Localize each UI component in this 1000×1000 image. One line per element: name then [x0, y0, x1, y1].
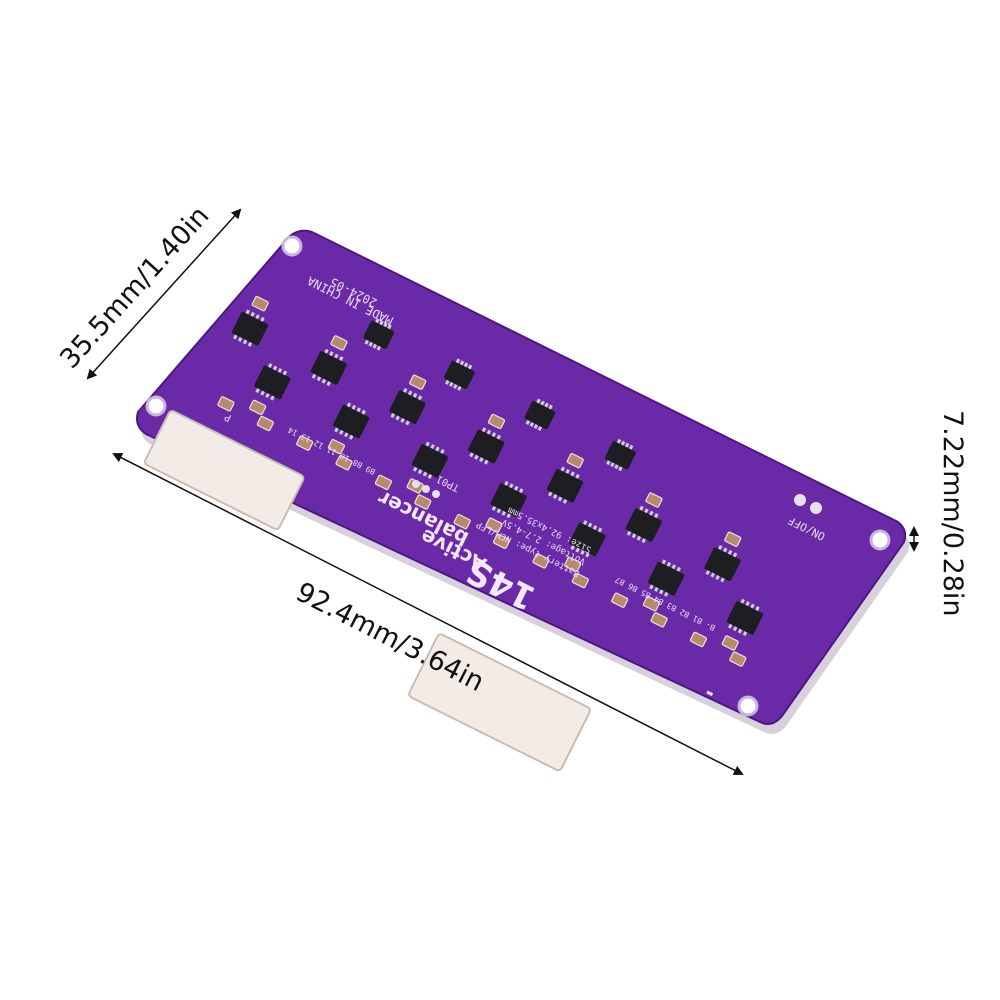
capacitor	[327, 438, 346, 455]
switch-pad	[810, 502, 822, 514]
thickness-dimension-label: 7.22mm/0.28in	[937, 410, 968, 617]
length-arrow-icon	[112, 453, 744, 775]
p-marker: P	[223, 411, 233, 424]
mounting-hole-icon	[737, 695, 759, 717]
ic-chip	[524, 398, 556, 431]
ic-chip	[310, 348, 347, 387]
capacitor	[409, 374, 427, 390]
ic-chip	[363, 318, 395, 351]
test-pad	[432, 490, 440, 498]
capacitor	[217, 396, 235, 412]
ic-chip	[333, 402, 370, 440]
ic-chip	[443, 358, 475, 391]
capacitor	[256, 415, 274, 432]
mounting-hole-icon	[281, 235, 303, 257]
capacitor	[487, 413, 506, 430]
capacitor	[330, 335, 348, 351]
capacitor	[251, 295, 269, 312]
width-arrow-icon	[86, 208, 242, 380]
mounting-hole-icon	[145, 395, 167, 417]
test-pad	[412, 480, 420, 488]
ic-chip	[389, 387, 426, 426]
switch-pad	[794, 494, 806, 506]
capacitor	[249, 399, 267, 416]
ic-chip	[254, 363, 291, 401]
capacitor	[296, 435, 314, 451]
width-dimension-label: 35.5mm/1.40in	[54, 200, 215, 374]
test-pad	[422, 485, 430, 493]
mounting-hole-icon	[869, 529, 891, 551]
